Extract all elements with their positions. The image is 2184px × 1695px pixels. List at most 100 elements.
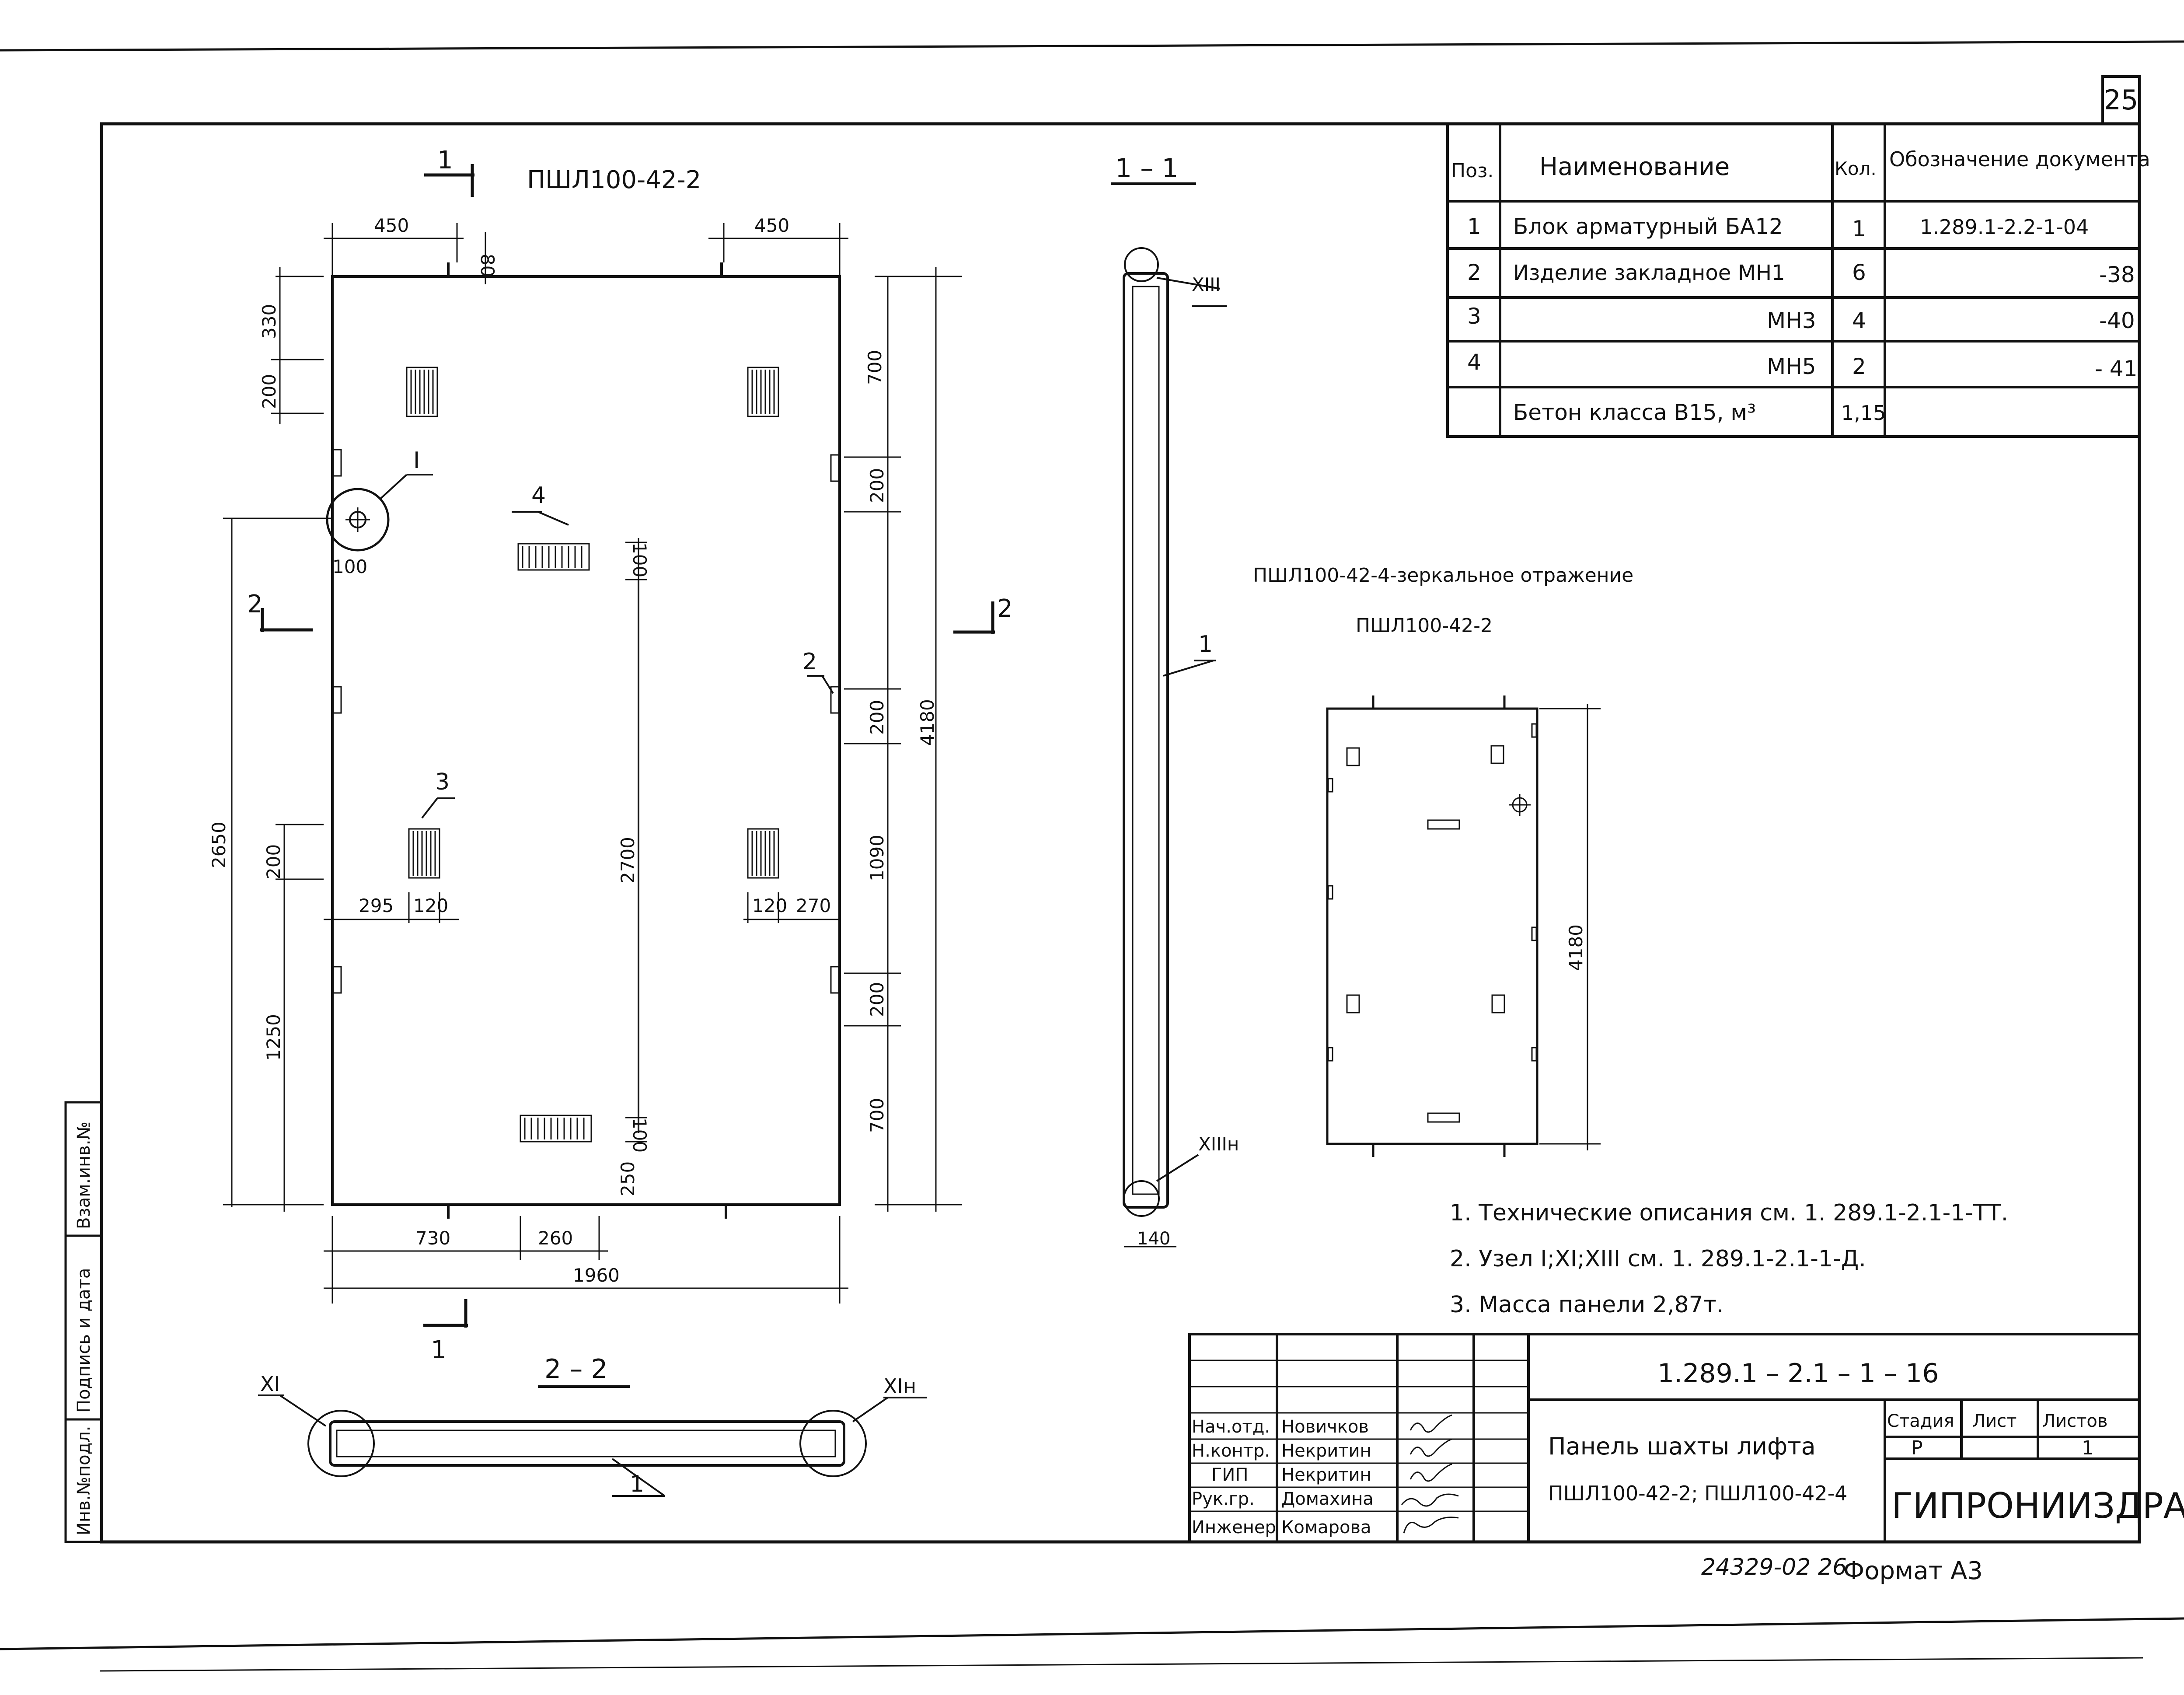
main-view-title: ПШЛ100-42-2 bbox=[527, 166, 701, 194]
r3-doc: -40 bbox=[2099, 308, 2135, 333]
doc-code: 1.289.1 – 2.1 – 1 – 16 bbox=[1657, 1358, 1939, 1389]
r4-doc: - 41 bbox=[2095, 356, 2138, 381]
spec-table: Поз. Наименование Кол. Обозначение докум… bbox=[1446, 122, 2150, 438]
svg-text:1: 1 bbox=[431, 1336, 447, 1364]
dim-120-b: 120 bbox=[752, 895, 787, 916]
title-block: 1.289.1 – 2.1 – 1 – 16 Нач.отд. Новичков… bbox=[1188, 1333, 2184, 1543]
section-2-2-title: 2 – 2 bbox=[544, 1354, 608, 1384]
role-3: ГИП bbox=[1211, 1465, 1248, 1485]
mirror-note-2: ПШЛ100-42-2 bbox=[1356, 615, 1493, 637]
dim-120-a: 120 bbox=[413, 895, 448, 916]
bottom-number: 24329-02 26 bbox=[1701, 1554, 1847, 1580]
dim-700-b: 700 bbox=[866, 1098, 888, 1133]
dim-1090: 1090 bbox=[866, 835, 888, 881]
organization: ГИПРОНИИЗДРАВ bbox=[1891, 1485, 2184, 1526]
r1-name: Блок арматурный БА12 bbox=[1513, 214, 1783, 239]
format-label: Формат А3 bbox=[1843, 1557, 1983, 1585]
dim-200-rc: 200 bbox=[866, 982, 888, 1017]
frame-border bbox=[100, 122, 2141, 1544]
stage-value: Р bbox=[1911, 1437, 1923, 1459]
mirror-dim-4180: 4180 bbox=[1565, 924, 1587, 971]
node-xiiih: XIIIн bbox=[1198, 1133, 1239, 1155]
dim-100-inner-a: 100 bbox=[629, 542, 650, 577]
dim-260: 260 bbox=[538, 1227, 573, 1249]
node-xih: XIн bbox=[883, 1374, 916, 1398]
stamp-inv-podl: Инв.№подл. bbox=[74, 1426, 94, 1535]
cut-mark-bottom: 1 bbox=[423, 1299, 468, 1364]
note-3: 3. Масса панели 2,87т. bbox=[1450, 1292, 1723, 1318]
r1-qty: 1 bbox=[1852, 216, 1866, 241]
section-1-1-callout: 1 bbox=[1198, 631, 1213, 657]
r2-name: Изделие закладное МН1 bbox=[1513, 261, 1785, 285]
name-4: Домахина bbox=[1281, 1489, 1374, 1509]
sheets-header: Листов bbox=[2042, 1411, 2107, 1431]
svg-text:1: 1 bbox=[437, 146, 453, 175]
cut-mark-right: 2 bbox=[953, 594, 1013, 634]
svg-text:2: 2 bbox=[247, 590, 263, 619]
title-line-2: ПШЛ100-42-2; ПШЛ100-42-4 bbox=[1548, 1482, 1847, 1505]
section-2-2: 2 – 2 XI XIн 1 bbox=[258, 1354, 927, 1497]
callout-4: 4 bbox=[531, 482, 546, 509]
dim-450-left: 450 bbox=[374, 215, 409, 236]
dim-2650: 2650 bbox=[208, 821, 230, 868]
note-1: 1. Технические описания см. 1. 289.1-2.1… bbox=[1450, 1200, 2008, 1226]
dim-200-a: 200 bbox=[258, 374, 280, 409]
dim-730: 730 bbox=[415, 1227, 450, 1249]
svg-text:2: 2 bbox=[997, 594, 1013, 623]
stage-header: Стадия bbox=[1887, 1411, 1954, 1431]
cut-mark-left: 2 bbox=[247, 590, 313, 632]
stamp-vzam: Взам.инв.№ bbox=[74, 1122, 94, 1229]
dim-140: 140 bbox=[1137, 1229, 1170, 1249]
node-xiii: XIII bbox=[1192, 274, 1221, 295]
main-view: ПШЛ100-42-2 1 bbox=[208, 146, 1013, 1364]
role-1: Нач.отд. bbox=[1192, 1417, 1270, 1437]
th-name: Наименование bbox=[1539, 153, 1730, 181]
sheet-number: 25 bbox=[2104, 84, 2139, 116]
node-xi: XI bbox=[260, 1372, 280, 1396]
dim-200-rb: 200 bbox=[866, 700, 888, 735]
th-qty: Кол. bbox=[1835, 158, 1877, 179]
section-1-1: 1 – 1 XIII XIIIн 1 140 bbox=[1111, 153, 1239, 1249]
r5-name: Бетон класса B15, м³ bbox=[1513, 400, 1756, 425]
dim-250: 250 bbox=[617, 1161, 638, 1196]
r3-name: МН3 bbox=[1767, 308, 1816, 333]
r2-qty: 6 bbox=[1852, 260, 1866, 285]
r1-pos: 1 bbox=[1467, 214, 1481, 239]
dim-270: 270 bbox=[796, 895, 831, 916]
embed-mh3 bbox=[406, 367, 779, 1143]
dim-1250: 1250 bbox=[263, 1014, 284, 1061]
dim-4180: 4180 bbox=[917, 699, 938, 746]
panel-outline bbox=[331, 275, 841, 1206]
r2-pos: 2 bbox=[1467, 260, 1481, 285]
r3-qty: 4 bbox=[1852, 308, 1866, 333]
name-2: Некритин bbox=[1281, 1441, 1371, 1461]
dim-200-ra: 200 bbox=[866, 468, 888, 503]
role-5: Инженер bbox=[1192, 1517, 1276, 1538]
callout-3: 3 bbox=[435, 769, 450, 795]
stamp-podpis: Подпись и дата bbox=[74, 1268, 94, 1413]
dim-295: 295 bbox=[359, 895, 394, 916]
side-stamp: Инв.№подл. Подпись и дата Взам.инв.№ bbox=[64, 1101, 103, 1543]
mirror-view: ПШЛ100-42-4-зеркальное отражение ПШЛ100-… bbox=[1253, 564, 1633, 1157]
r4-pos: 4 bbox=[1467, 349, 1481, 375]
dim-1960: 1960 bbox=[573, 1265, 620, 1286]
dim-200-b: 200 bbox=[263, 844, 284, 879]
dim-2700: 2700 bbox=[617, 837, 638, 884]
role-4: Рук.гр. bbox=[1192, 1489, 1255, 1509]
section-1-1-title: 1 – 1 bbox=[1115, 153, 1179, 184]
dim-100-inner-b: 100 bbox=[629, 1118, 650, 1153]
th-doc: Обозначение документа bbox=[1889, 147, 2150, 171]
callout-2: 2 bbox=[802, 649, 817, 675]
dim-700-a: 700 bbox=[864, 350, 886, 385]
name-1: Новичков bbox=[1281, 1417, 1369, 1437]
role-2: Н.контр. bbox=[1192, 1441, 1270, 1461]
note-2: 2. Узел I;XI;XIII см. 1. 289.1-2.1-1-Д. bbox=[1450, 1246, 1866, 1272]
dim-450-right: 450 bbox=[754, 215, 789, 236]
r3-pos: 3 bbox=[1467, 304, 1481, 329]
dim-100-left: 100 bbox=[332, 556, 367, 577]
name-5: Комарова bbox=[1281, 1517, 1371, 1538]
dim-80: 80 bbox=[477, 254, 498, 277]
r1-doc: 1.289.1-2.2-1-04 bbox=[1920, 215, 2089, 239]
node-i-label: I bbox=[413, 447, 420, 474]
